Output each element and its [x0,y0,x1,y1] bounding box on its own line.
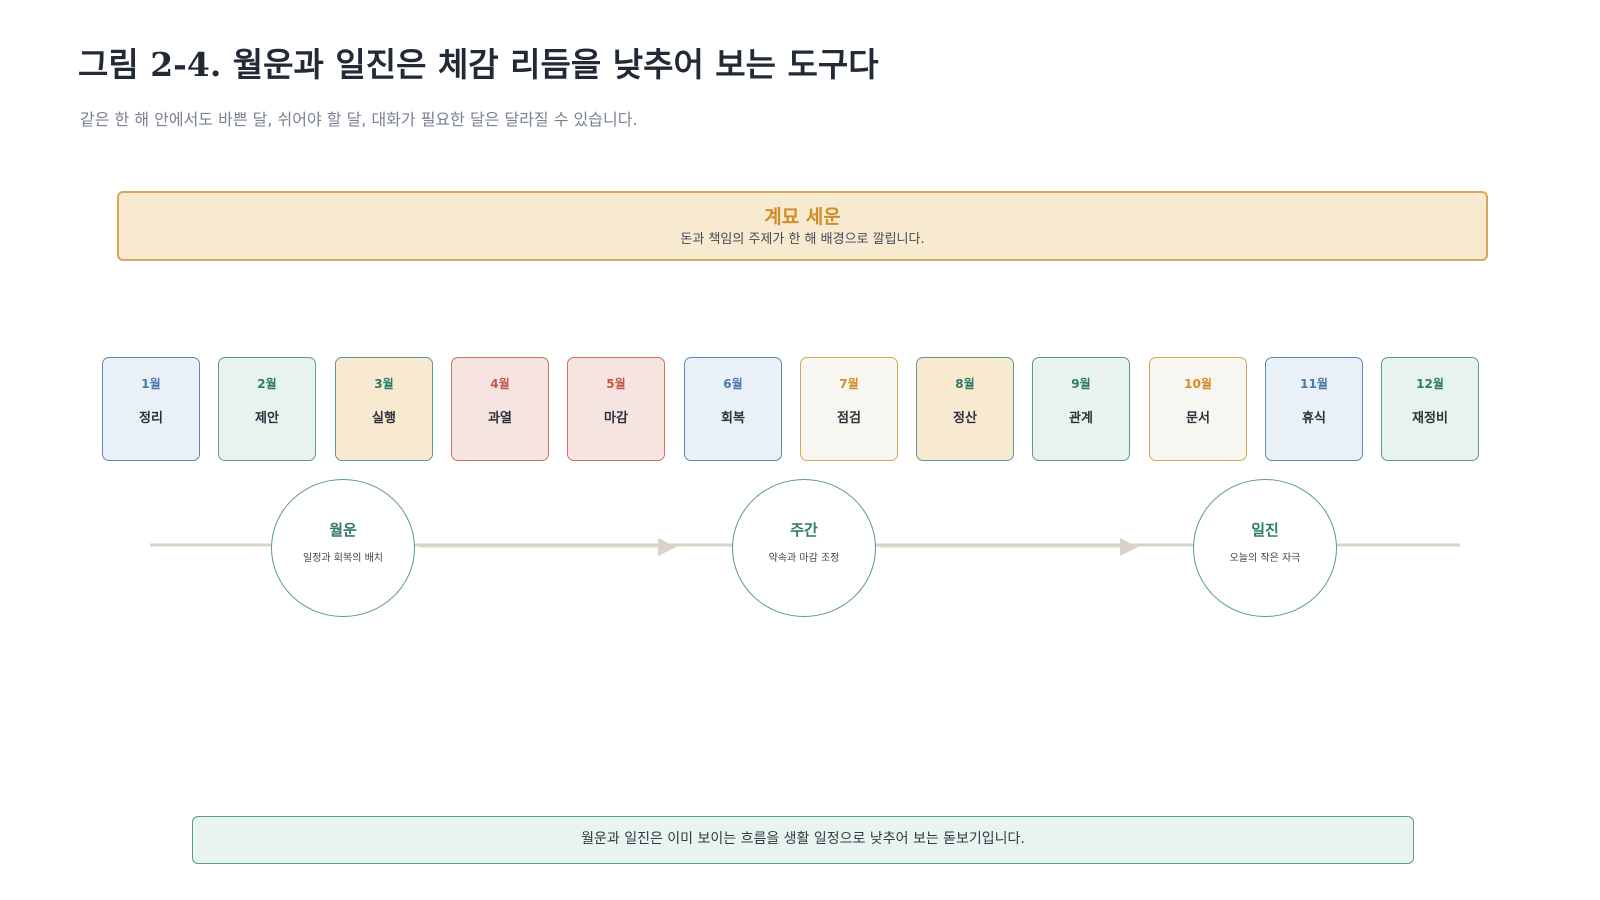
flow-node-daily: 일진 오늘의 작은 자극 [1193,479,1337,617]
month-label: 9월 [1071,377,1091,391]
month-label: 5월 [606,377,626,391]
month-label: 12월 [1416,377,1444,391]
month-label: 2월 [257,377,277,391]
month-label: 11월 [1300,377,1328,391]
month-label: 6월 [723,377,743,391]
month-keyword: 실행 [372,411,396,426]
month-label: 4월 [490,377,510,391]
figure-title: 그림 2-4. 월운과 일진은 체감 리듬을 낮추어 보는 도구다 [78,45,879,84]
month-keyword: 재정비 [1412,411,1448,426]
month-label: 8월 [955,377,975,391]
footer-note: 월운과 일진은 이미 보이는 흐름을 생활 일정으로 낮추어 보는 돋보기입니다… [192,816,1414,864]
month-keyword: 정산 [953,411,977,426]
month-label: 1월 [141,377,161,391]
month-keyword: 회복 [721,411,745,426]
node-title: 월운 [329,521,357,539]
month-label: 3월 [374,377,394,391]
flow-node-weekly: 주간 약속과 마감 조정 [732,479,876,617]
node-description: 오늘의 작은 자극 [1229,553,1301,564]
annual-fortune-banner: 계묘 세운 돈과 책임의 주제가 한 해 배경으로 깔립니다. [117,191,1488,261]
banner-title: 계묘 세운 [764,206,841,228]
node-title: 일진 [1251,521,1279,539]
month-keyword: 정리 [139,411,163,426]
month-label: 10월 [1184,377,1212,391]
month-label: 7월 [839,377,859,391]
banner-description: 돈과 책임의 주제가 한 해 배경으로 깔립니다. [680,232,925,247]
flow-arrowhead [1120,538,1138,556]
month-keyword: 관계 [1069,411,1093,426]
month-keyword: 문서 [1186,411,1210,426]
month-keyword: 마감 [604,411,628,426]
month-keyword: 휴식 [1302,411,1326,426]
figure-subtitle: 같은 한 해 안에서도 바쁜 달, 쉬어야 할 달, 대화가 필요한 달은 달라… [80,110,638,129]
flow-arrowhead [658,538,676,556]
month-keyword: 제안 [255,411,279,426]
node-description: 일정과 회복의 배치 [303,553,383,564]
node-description: 약속과 마감 조정 [768,553,840,564]
flow-node-monthly: 월운 일정과 회복의 배치 [271,479,415,617]
month-keyword: 과열 [488,411,512,426]
month-keyword: 점검 [837,411,861,426]
node-title: 주간 [790,521,818,539]
